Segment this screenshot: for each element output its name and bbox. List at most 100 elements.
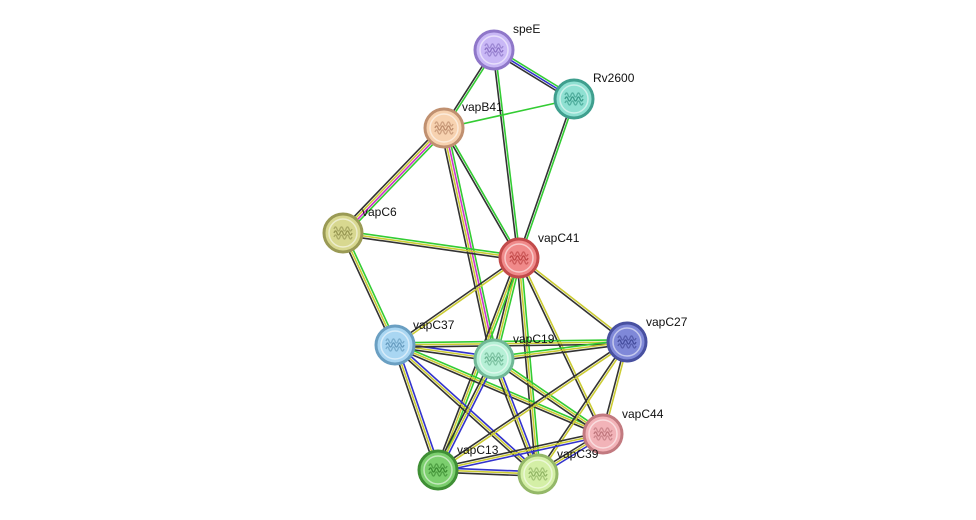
protein-structure-path [484, 356, 504, 362]
edge-vapC6-vapC41 [341, 230, 521, 261]
edge-line [393, 346, 603, 437]
protein-structure-path [593, 431, 613, 437]
node-vapC44[interactable]: vapC44 [582, 407, 664, 455]
node-vapC19[interactable]: vapC19 [473, 332, 555, 380]
edge-line [394, 344, 604, 435]
edge-line [517, 257, 603, 436]
protein-structure-path [617, 335, 637, 341]
node-label: vapC37 [413, 318, 455, 332]
edges-layer [339, 47, 629, 477]
node-Rv2600[interactable]: Rv2600 [553, 71, 635, 120]
protein-structure-path [434, 129, 454, 135]
edge-line [442, 127, 494, 361]
node-highlight [588, 419, 618, 449]
edge-line [518, 257, 539, 475]
node-highlight [423, 455, 453, 485]
node-vapC37[interactable]: vapC37 [374, 318, 455, 366]
edge-line [339, 124, 443, 232]
edge-line [394, 339, 628, 344]
protein-structure-path [509, 259, 529, 265]
protein-structure-path [484, 360, 504, 366]
protein-structure-path [528, 471, 548, 477]
node-highlight [380, 330, 410, 360]
edge-speE-vapC41 [492, 49, 521, 259]
node-label: vapC27 [646, 315, 688, 329]
protein-structure-path [333, 230, 353, 236]
protein-structure-path [564, 100, 584, 106]
edge-line [519, 98, 576, 260]
edge-line [492, 339, 628, 358]
protein-structure-icon [333, 226, 353, 240]
nodes-layer: speE Rv2600 vapB41 vapC6 vapC41 vapC37 vapC19 v… [322, 22, 688, 495]
protein-structure-icon [509, 251, 529, 265]
node-label: vapC39 [557, 447, 599, 461]
node-highlight [328, 218, 358, 248]
node-label: vapC41 [538, 231, 580, 245]
edge-line [538, 341, 629, 476]
protein-structure-path [528, 475, 548, 481]
edge-line [536, 340, 627, 475]
edge-line [341, 126, 445, 234]
edge-vapC6-vapC37 [340, 231, 398, 347]
edge-vapB41-vapC6 [339, 124, 448, 237]
edge-line [437, 433, 604, 471]
node-vapC41[interactable]: vapC41 [498, 231, 580, 279]
edge-line [494, 49, 521, 259]
protein-structure-path [385, 338, 405, 344]
edge-line [394, 344, 439, 471]
node-label: Rv2600 [593, 71, 635, 85]
node-vapC13[interactable]: vapC13 [417, 443, 499, 491]
edge-vapC27-vapC13 [436, 340, 629, 472]
edge-vapC41-vapC37 [393, 256, 521, 347]
edge-line [435, 357, 493, 470]
edge-line [520, 257, 541, 475]
protein-structure-icon [484, 352, 504, 366]
node-vapC6[interactable]: vapC6 [322, 205, 397, 254]
node-highlight [429, 113, 459, 143]
node-speE[interactable]: speE [473, 22, 540, 71]
protein-structure-path [484, 47, 504, 53]
edge-line [395, 342, 605, 433]
edge-line [394, 258, 521, 347]
edge-line [517, 258, 628, 344]
edge-line [517, 97, 574, 259]
protein-structure-icon [564, 92, 584, 106]
protein-structure-icon [428, 463, 448, 477]
node-highlight [479, 35, 509, 65]
edge-line [444, 126, 521, 259]
node-highlight [504, 243, 534, 273]
node-label: vapC44 [622, 407, 664, 421]
edge-line [439, 127, 492, 361]
protein-structure-path [509, 255, 529, 261]
protein-structure-path [385, 342, 405, 348]
edge-line [444, 126, 496, 360]
protein-structure-path [509, 251, 529, 257]
node-vapC27[interactable]: vapC27 [606, 315, 688, 363]
protein-structure-icon [434, 121, 454, 135]
edge-vapC37-vapC13 [392, 343, 441, 472]
protein-structure-path [484, 51, 504, 57]
edge-line [518, 256, 629, 342]
protein-structure-path [484, 352, 504, 358]
protein-structure-path [385, 346, 405, 352]
node-label: speE [513, 22, 540, 36]
node-vapB41[interactable]: vapB41 [423, 100, 503, 149]
edge-line [393, 256, 520, 345]
edge-line [344, 129, 448, 237]
edge-line [436, 340, 628, 470]
edge-line [495, 357, 541, 475]
edge-line [344, 231, 398, 345]
edge-line [437, 435, 605, 473]
edge-vapC27-vapC39 [536, 340, 629, 476]
edge-line [439, 359, 497, 472]
protein-structure-path [617, 339, 637, 345]
edge-line [442, 127, 519, 260]
edge-line [342, 232, 520, 259]
edge-line [437, 342, 629, 472]
edge-line [396, 343, 441, 471]
edge-vapC41-vapC39 [516, 257, 541, 475]
protein-structure-path [593, 427, 613, 433]
node-vapC39[interactable]: vapC39 [517, 447, 599, 495]
edge-line [516, 257, 537, 475]
edge-line [342, 127, 446, 235]
